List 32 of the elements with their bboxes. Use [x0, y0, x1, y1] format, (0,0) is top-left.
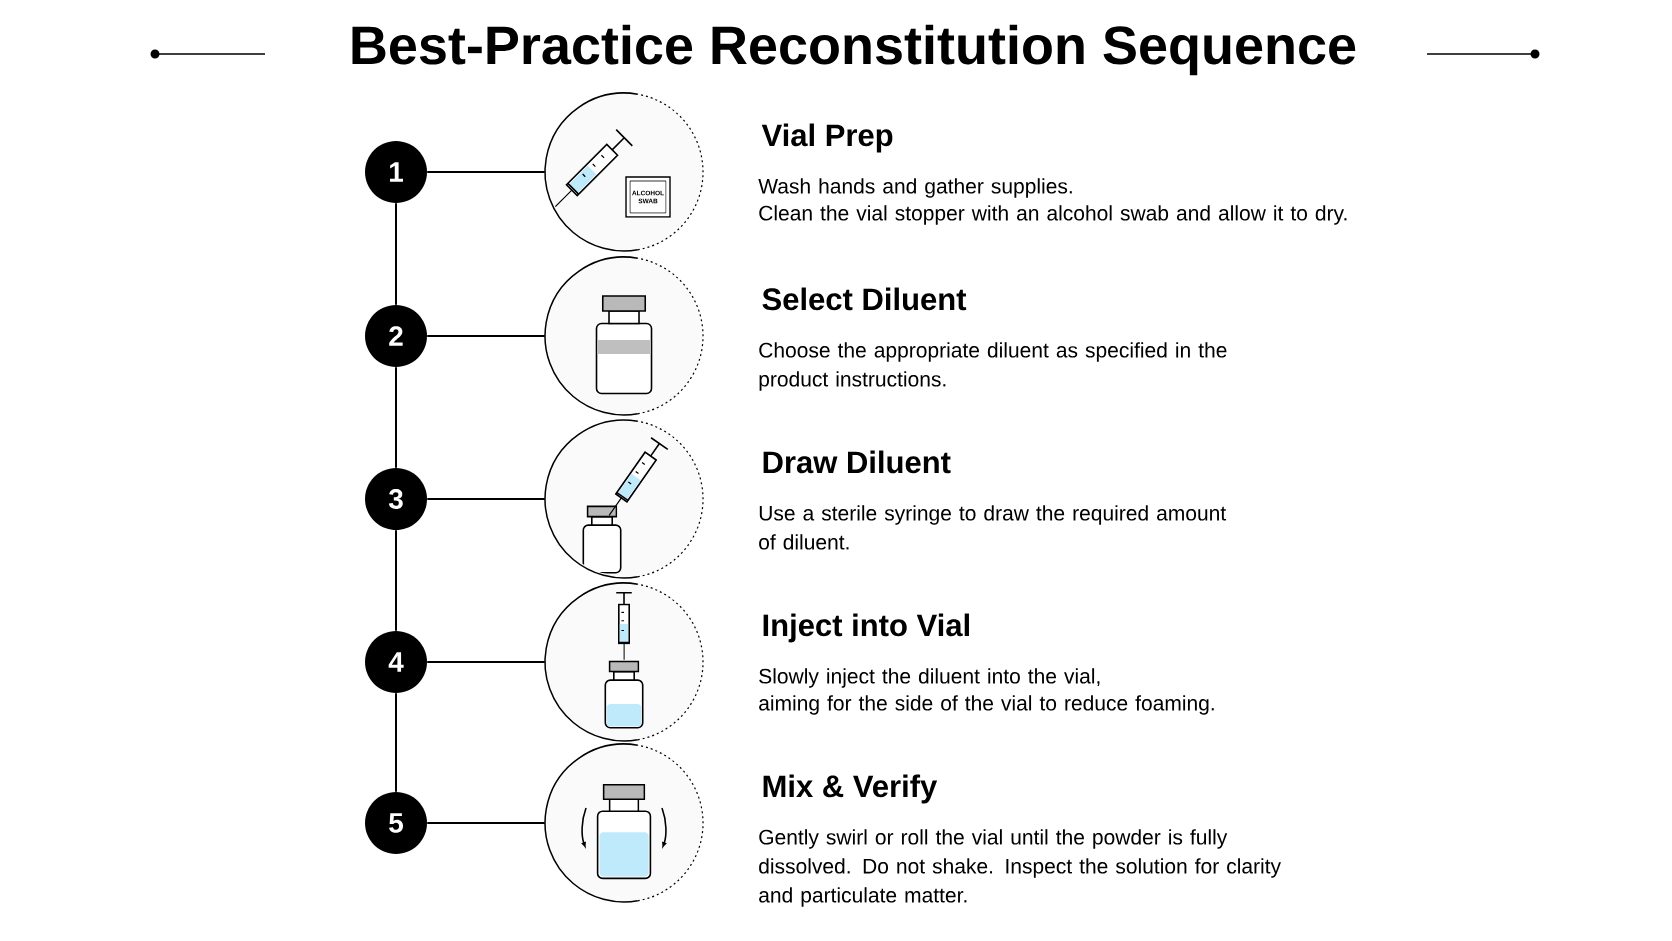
connector-line [395, 202, 397, 306]
step-number: 1 [365, 141, 427, 203]
step-description: aiming for the side of the vial to reduce foaming. [759, 695, 1214, 715]
step-description: Wash hands and gather supplies. [758, 178, 1072, 198]
step-description: Clean the vial stopper with an alcohol swab and allow it to dry. [759, 205, 1347, 225]
connector-line [426, 171, 546, 173]
picture [544, 582, 704, 742]
connector-line [395, 692, 397, 793]
step-description: Use a sterile syringe to draw the required amount of diluent. [759, 505, 1226, 550]
picture [544, 743, 704, 903]
connector-line [426, 335, 546, 337]
picture [544, 256, 704, 416]
connector-line [426, 661, 546, 663]
step-heading: Vial Prep [761, 123, 893, 153]
title: Best-Practice Reconstitution Sequence [352, 24, 1356, 76]
step-heading: Inject into Vial [763, 613, 969, 643]
connector-line [395, 366, 397, 469]
step-heading: Mix & Verify [763, 774, 938, 804]
step-description: Choose the appropriate diluent as specified in the product instructions. [759, 342, 1227, 391]
connector-line [395, 529, 397, 632]
connector-line [426, 498, 546, 500]
step-number: 3 [365, 468, 427, 530]
step-heading: Draw Diluent [763, 450, 951, 474]
step-description: Slowly inject the diluent into the vial, [759, 668, 1100, 688]
step-number: 4 [365, 631, 427, 693]
step-number: 5 [365, 792, 427, 854]
connector-line [426, 822, 546, 824]
step-number: 2 [365, 305, 427, 367]
picture [544, 419, 704, 579]
picture [544, 92, 704, 252]
step-heading: Select Diluent [762, 287, 967, 311]
step-description: Gently swirl or roll the vial until the powder is fully dissolved. Do not shake. Inspect the solution for clarity and particulate matter. [759, 829, 1281, 907]
